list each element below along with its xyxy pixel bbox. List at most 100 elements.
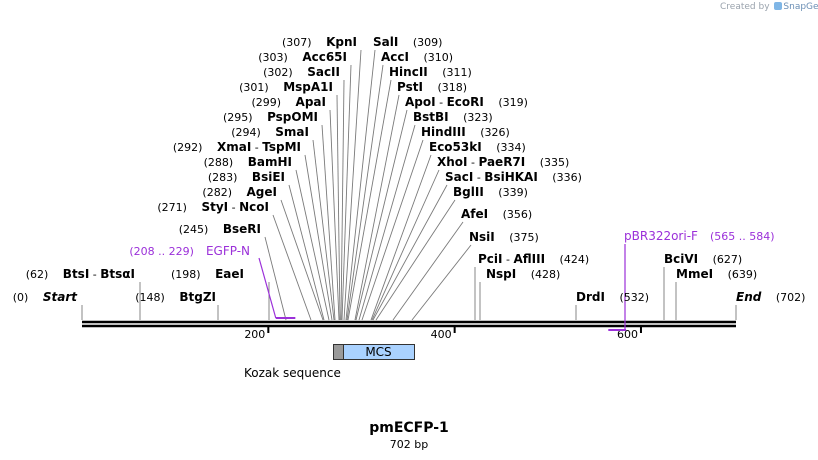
site-line-kpni [343,49,362,321]
site-pos-eco53ki: (334) [496,141,526,154]
site-name-styi: StyI [201,200,228,214]
site-smai: (294) SmaI [231,125,309,139]
site-pos-bstbi: (323) [463,111,493,124]
site-bcivi: BciVI (627) [664,252,742,266]
site-line-apai [329,109,340,321]
site-pos-mmei: (639) [728,268,758,281]
site-line-saci [372,184,448,321]
site-pos-btgzi: (148) [135,291,165,304]
site-xhoi: XhoI - PaeR7I (335) [437,155,569,169]
site-pos-start: (0) [13,291,29,304]
site-name2-apoi: EcoRI [447,95,484,109]
site-pos-drdi: (532) [619,291,649,304]
site-pos-bsiei: (283) [208,171,238,184]
tick-label-600: 600 [617,328,638,341]
snapgene-logo-icon [774,2,783,10]
site-name-pcii: PciI [478,252,503,266]
site-pos-end: (702) [776,291,806,304]
site-name-pspomi: PspOMI [267,110,318,124]
site-name-xmai: XmaI [217,140,251,154]
site-name-btgzi: BtgZI [179,290,216,304]
site-name-btsi: BtsI [63,267,90,281]
site-bseri: (245) BseRI [179,222,261,236]
site-label-mspa1i: (301) MspA1I [239,80,333,94]
primer-pos-egfp-n: (208 .. 229) [129,245,194,258]
site-line-xmai [304,154,333,321]
site-label-afei: AfeI (356) [461,207,532,221]
site-label-hindiii: HindIII (326) [421,125,510,139]
site-name-smai: SmaI [275,125,309,139]
site-hincii: HincII (311) [389,65,472,79]
site-line-pspomi [321,124,336,321]
site-pos-apai: (299) [251,96,281,109]
site-line-smai [312,139,335,321]
site-pos-hindiii: (326) [480,126,510,139]
site-pos-apoi: (319) [498,96,528,109]
site-label-bstbi: BstBI (323) [413,110,493,124]
site-mmei: MmeI (639) [676,267,757,281]
site-name-hindiii: HindIII [421,125,466,139]
site-label-eaei: (198) EaeI [171,267,244,281]
site-line-bsiei [288,184,325,321]
site-pos-sali: (309) [413,36,443,49]
site-saci: SacI - BsiHKAI (336) [445,170,582,184]
site-label-psti: PstI (318) [397,80,467,94]
site-line-bstbi [358,124,416,321]
site-apai: (299) ApaI [251,95,326,109]
site-label-pcii: PciI - AflIII (424) [478,252,589,266]
site-sacii: (302) SacII [263,65,340,79]
site-name-drdi: DrdI [576,290,605,304]
site-bstbi: BstBI (323) [413,110,493,124]
site-line-xhoi [371,169,440,321]
site-pos-pspomi: (295) [223,111,253,124]
site-name-xhoi: XhoI [437,155,468,169]
site-bglii: BglII (339) [453,185,528,199]
primer-label-egfp-n: (208 .. 229) EGFP-N [129,244,250,258]
primer-marks [258,244,627,331]
site-name-acc65i: Acc65I [302,50,347,64]
site-hindiii: HindIII (326) [421,125,510,139]
site-afei: AfeI (356) [461,207,532,221]
site-bamhi: (288) BamHI [204,155,292,169]
site-label-pspomi: (295) PspOMI [223,110,318,124]
site-name-kpni: KpnI [326,35,357,49]
site-name-nspi: NspI [486,267,516,281]
site-name-bamhi: BamHI [248,155,292,169]
site-name2-xmai: TspMI [262,140,301,154]
site-label-apai: (299) ApaI [251,95,326,109]
site-name-bstbi: BstBI [413,110,449,124]
site-sali: SalI (309) [373,35,442,49]
site-name-bcivi: BciVI [664,252,698,266]
mcs-feature[interactable]: MCS [333,344,415,360]
site-pos-hincii: (311) [442,66,472,79]
site-line-sali [345,49,376,321]
site-label-hincii: HincII (311) [389,65,472,79]
primer-line-egfp-n [258,257,277,319]
site-kpni: (307) KpnI [282,35,357,49]
site-label-sali: SalI (309) [373,35,442,49]
site-name-sali: SalI [373,35,398,49]
credit-prefix: Created by [720,2,770,12]
site-label-bsiei: (283) BsiEI [208,170,285,184]
site-agei: (282) AgeI [202,185,277,199]
site-leader-lines [81,49,737,321]
site-pos-afei: (356) [503,208,533,221]
site-pos-xmai: (292) [173,141,203,154]
site-name-psti: PstI [397,80,423,94]
site-name-sacii: SacII [307,65,340,79]
site-pos-acci: (310) [423,51,453,64]
site-label-drdi: DrdI (532) [576,290,649,304]
site-label-btsi: (62) BtsI - BtsαI [26,267,135,281]
site-name2-btsi: BtsαI [100,267,135,281]
site-mspa1i: (301) MspA1I [239,80,333,94]
site-bsiei: (283) BsiEI [208,170,285,184]
site-pos-bcivi: (627) [713,253,743,266]
site-styi: (271) StyI - NcoI [157,200,269,214]
site-pos-pcii: (424) [560,253,590,266]
site-pcii: PciI - AflIII (424) [478,252,589,266]
kozak-feature[interactable] [334,345,344,359]
site-pos-bseri: (245) [179,223,209,236]
site-label-kpni: (307) KpnI [282,35,357,49]
site-pspomi: (295) PspOMI [223,110,318,124]
site-label-acci: AccI (310) [381,50,453,64]
